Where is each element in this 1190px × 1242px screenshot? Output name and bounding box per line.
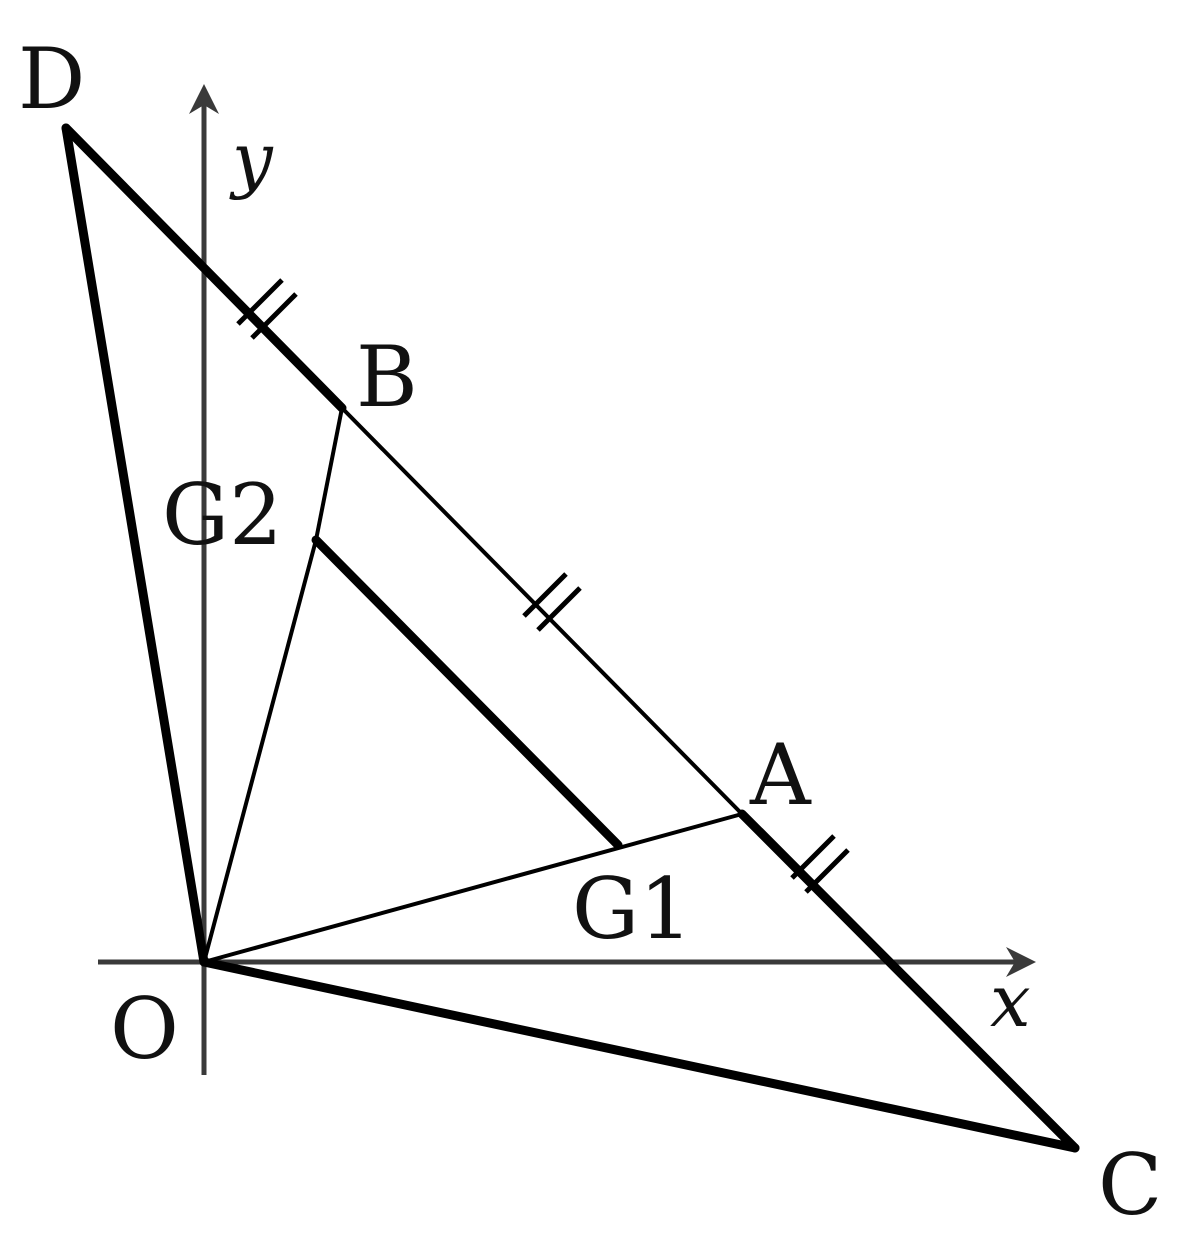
- segment-G2-B: [314, 407, 344, 541]
- label-G1: G1: [572, 860, 693, 958]
- segment-O-C: [199, 957, 1080, 1153]
- segment-D-A: [61, 123, 347, 413]
- label-A: A: [749, 726, 812, 824]
- tick-mark-B-A: [522, 572, 582, 632]
- tick-mark-D-B: [236, 278, 298, 340]
- label-x-axis: x: [990, 959, 1031, 1043]
- segment-O-D: [61, 123, 209, 967]
- segment-O-G2: [202, 539, 318, 963]
- label-G2: G2: [162, 466, 283, 564]
- segment-G1-G2: [311, 535, 623, 850]
- label-B: B: [356, 328, 418, 426]
- label-y-axis: y: [229, 117, 274, 201]
- segment-O-A: [203, 812, 743, 964]
- segment-B-A: [340, 406, 744, 816]
- tick-mark-A-C: [790, 834, 850, 894]
- label-O: O: [110, 980, 179, 1078]
- label-D: D: [18, 30, 85, 128]
- label-C: C: [1098, 1136, 1162, 1234]
